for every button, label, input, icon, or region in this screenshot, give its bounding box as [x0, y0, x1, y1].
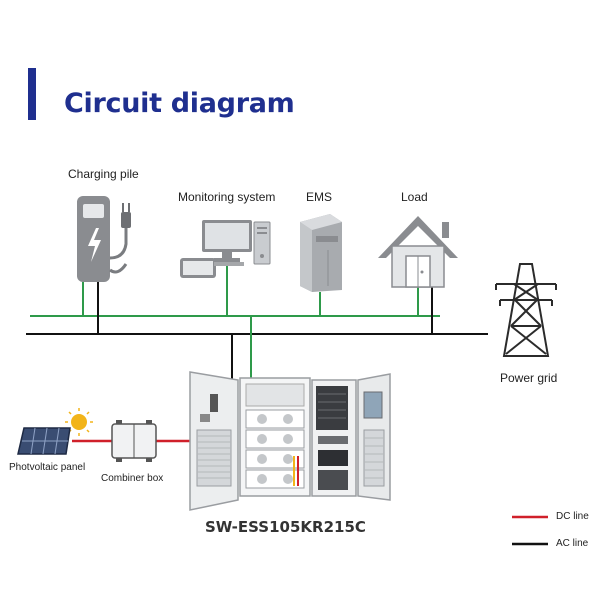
legend-dc-label: DC line	[556, 511, 589, 522]
ev-charger-icon	[77, 196, 131, 282]
combiner-box-icon	[111, 420, 157, 462]
computer-icon	[180, 220, 271, 278]
label-charging-pile: Charging pile	[68, 167, 139, 181]
label-power-grid: Power grid	[500, 371, 558, 385]
page-title: Circuit diagram	[64, 88, 295, 119]
title-accent-bar	[28, 68, 36, 120]
solar-panel-icon	[17, 408, 93, 455]
label-pv-panel: Photvoltaic panel	[9, 462, 86, 473]
transmission-tower-icon	[495, 263, 557, 357]
model-name: SW-ESS105KR215C	[205, 518, 366, 536]
house-icon	[378, 216, 458, 288]
legend-ac-label: AC line	[556, 538, 589, 549]
label-ems: EMS	[306, 190, 333, 204]
energy-storage-cabinet-icon	[189, 371, 391, 511]
label-combiner-box: Combiner box	[101, 473, 164, 484]
label-load: Load	[401, 190, 428, 204]
label-monitoring-system: Monitoring system	[178, 190, 276, 204]
server-cabinet-icon	[300, 214, 342, 292]
